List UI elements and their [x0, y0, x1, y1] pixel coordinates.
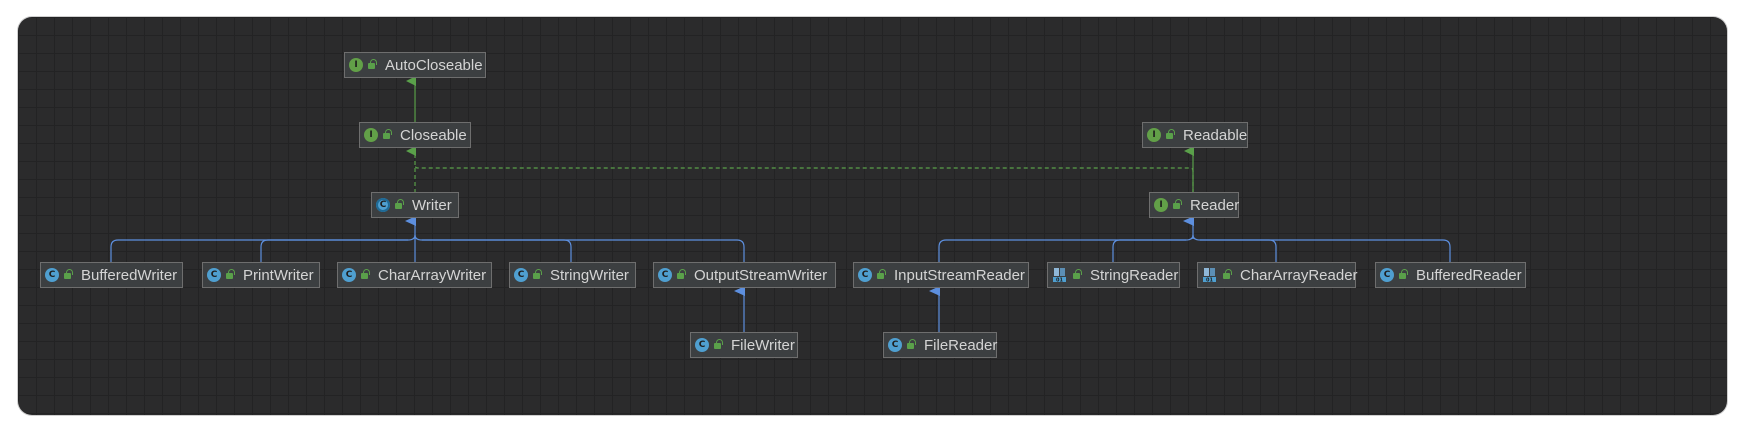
- node-filewriter[interactable]: C FileWriter: [690, 332, 798, 358]
- node-chararrayreader[interactable]: 01 CharArrayReader: [1197, 262, 1358, 288]
- interface-icon: I: [1154, 198, 1168, 212]
- public-lock-icon: [381, 128, 392, 142]
- node-filereader[interactable]: C FileReader: [883, 332, 997, 358]
- node-label: FileWriter: [731, 336, 795, 354]
- node-outputstreamwriter[interactable]: C OutputStreamWriter: [653, 262, 836, 288]
- class-icon: C: [695, 338, 709, 352]
- public-lock-icon: [1171, 198, 1182, 212]
- node-label: AutoCloseable: [385, 56, 483, 74]
- node-writer[interactable]: C Writer: [371, 192, 459, 218]
- node-label: BufferedWriter: [81, 266, 178, 284]
- class-icon: C: [858, 268, 872, 282]
- class-icon: C: [342, 268, 356, 282]
- node-closeable[interactable]: I Closeable: [359, 122, 471, 148]
- public-lock-icon: [366, 58, 377, 72]
- public-lock-icon: [1221, 268, 1232, 282]
- node-inputstreamreader[interactable]: C InputStreamReader: [853, 262, 1029, 288]
- edge-reader-closeable: [414, 164, 1194, 193]
- public-lock-icon: [875, 268, 886, 282]
- public-lock-icon: [224, 268, 235, 282]
- uml-diagram-canvas[interactable]: I AutoCloseable I Closeable I Readable C…: [18, 17, 1727, 415]
- abstract-class-icon: C: [376, 198, 390, 212]
- public-lock-icon: [712, 338, 723, 352]
- interface-icon: I: [1147, 128, 1161, 142]
- node-label: BufferedReader: [1416, 266, 1522, 284]
- public-lock-icon: [393, 198, 404, 212]
- class-icon: C: [1380, 268, 1394, 282]
- interface-icon: I: [349, 58, 363, 72]
- node-chararraywriter[interactable]: C CharArrayWriter: [337, 262, 492, 288]
- node-stringwriter[interactable]: C StringWriter: [509, 262, 636, 288]
- node-label: Reader: [1190, 196, 1240, 214]
- public-lock-icon: [1164, 128, 1175, 142]
- decompiled-class-icon: 01: [1052, 267, 1068, 283]
- public-lock-icon: [905, 338, 916, 352]
- class-icon: C: [207, 268, 221, 282]
- edge-layer: [110, 76, 1451, 333]
- public-lock-icon: [1397, 268, 1408, 282]
- public-lock-icon: [675, 268, 686, 282]
- node-label: Closeable: [400, 126, 467, 144]
- edges-reader-subclasses: [938, 216, 1451, 263]
- node-label: CharArrayReader: [1240, 266, 1358, 284]
- svg-text:01: 01: [1056, 278, 1063, 284]
- node-autocloseable[interactable]: I AutoCloseable: [344, 52, 486, 78]
- node-label: Writer: [412, 196, 452, 214]
- node-bufferedreader[interactable]: C BufferedReader: [1375, 262, 1526, 288]
- interface-icon: I: [364, 128, 378, 142]
- node-printwriter[interactable]: C PrintWriter: [202, 262, 320, 288]
- public-lock-icon: [359, 268, 370, 282]
- public-lock-icon: [62, 268, 73, 282]
- node-readable[interactable]: I Readable: [1142, 122, 1248, 148]
- decompiled-class-icon: 01: [1202, 267, 1218, 283]
- public-lock-icon: [531, 268, 542, 282]
- node-label: PrintWriter: [243, 266, 314, 284]
- node-label: StringWriter: [550, 266, 629, 284]
- node-label: InputStreamReader: [894, 266, 1025, 284]
- node-label: StringReader: [1090, 266, 1179, 284]
- node-label: FileReader: [924, 336, 998, 354]
- class-icon: C: [45, 268, 59, 282]
- svg-text:01: 01: [1206, 278, 1213, 284]
- edges-writer-subclasses: [110, 216, 745, 263]
- class-icon: C: [514, 268, 528, 282]
- public-lock-icon: [1071, 268, 1082, 282]
- node-label: CharArrayWriter: [378, 266, 487, 284]
- class-icon: C: [888, 338, 902, 352]
- class-icon: C: [658, 268, 672, 282]
- node-label: Readable: [1183, 126, 1248, 144]
- node-label: OutputStreamWriter: [694, 266, 828, 284]
- node-stringreader[interactable]: 01 StringReader: [1047, 262, 1180, 288]
- node-bufferedwriter[interactable]: C BufferedWriter: [40, 262, 183, 288]
- node-reader[interactable]: I Reader: [1149, 192, 1239, 218]
